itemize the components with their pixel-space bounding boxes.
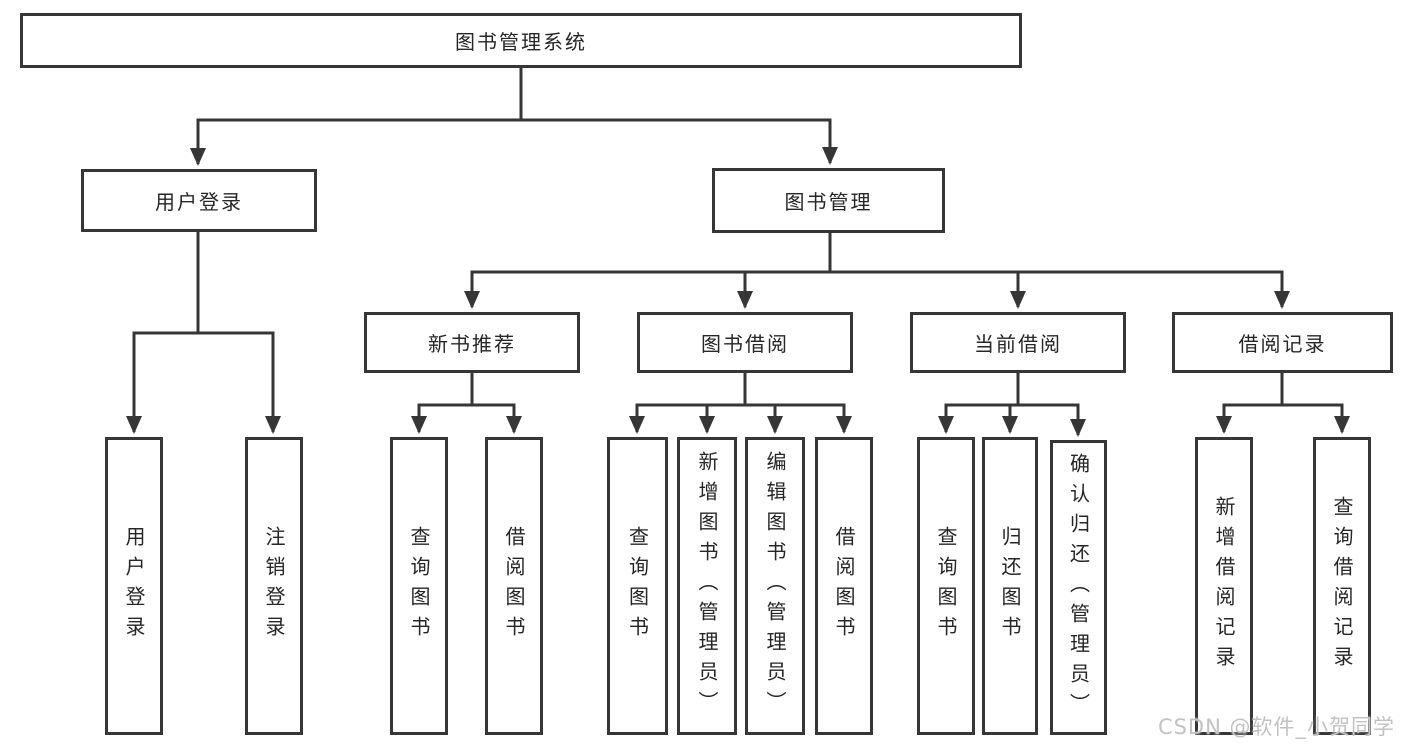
leaf-records-add: 新增借阅记录 (1195, 437, 1253, 735)
leaf-label: 用户登录 (122, 526, 146, 646)
node-book-borrowing: 图书借阅 (637, 312, 853, 373)
leaf-current-return-books: 归还图书 (982, 437, 1038, 735)
node-current-borrowing: 当前借阅 (910, 312, 1126, 373)
node-label: 图书借阅 (701, 332, 789, 356)
node-book-management: 图书管理 (712, 168, 945, 233)
leaf-label: 新增借阅记录 (1212, 496, 1236, 676)
leaf-label: 确认归还（管理员） (1066, 452, 1091, 723)
leaf-label: 编辑图书（管理员） (763, 451, 787, 721)
node-label: 当前借阅 (974, 332, 1062, 356)
node-label: 图书管理 (784, 190, 873, 214)
node-library-management-system: 图书管理系统 (20, 13, 1022, 68)
leaf-label: 查询图书 (934, 526, 958, 646)
leaf-borrow-edit-books-admin: 编辑图书（管理员） (745, 437, 805, 735)
leaf-label: 归还图书 (998, 526, 1022, 646)
node-borrowing-records: 借阅记录 (1172, 312, 1393, 373)
leaf-label: 借阅图书 (502, 526, 526, 646)
leaf-borrow-query-books: 查询图书 (607, 437, 668, 735)
leaf-current-confirm-return-admin: 确认归还（管理员） (1050, 440, 1107, 735)
leaf-label: 注销登录 (262, 526, 286, 646)
leaf-logout: 注销登录 (245, 437, 303, 735)
leaf-label: 借阅图书 (832, 526, 856, 646)
node-new-book-recommendation: 新书推荐 (364, 312, 580, 373)
leaf-user-login: 用户登录 (105, 437, 163, 735)
leaf-borrow-add-books-admin: 新增图书（管理员） (677, 437, 737, 735)
leaf-label: 新增图书（管理员） (695, 451, 719, 721)
leaf-recommend-query-books: 查询图书 (390, 437, 448, 735)
leaf-label: 查询图书 (625, 526, 650, 646)
leaf-label: 查询借阅记录 (1330, 496, 1354, 676)
node-label: 新书推荐 (428, 332, 516, 356)
node-label: 用户登录 (155, 190, 243, 214)
leaf-label: 查询图书 (407, 526, 431, 646)
leaf-current-query-books: 查询图书 (917, 437, 975, 735)
node-label: 图书管理系统 (455, 30, 587, 54)
leaf-records-query: 查询借阅记录 (1313, 437, 1371, 735)
node-label: 借阅记录 (1238, 332, 1327, 356)
leaf-recommend-borrow-books: 借阅图书 (485, 437, 543, 735)
node-user-login: 用户登录 (81, 169, 317, 232)
leaf-borrow-borrow-books: 借阅图书 (815, 437, 873, 735)
